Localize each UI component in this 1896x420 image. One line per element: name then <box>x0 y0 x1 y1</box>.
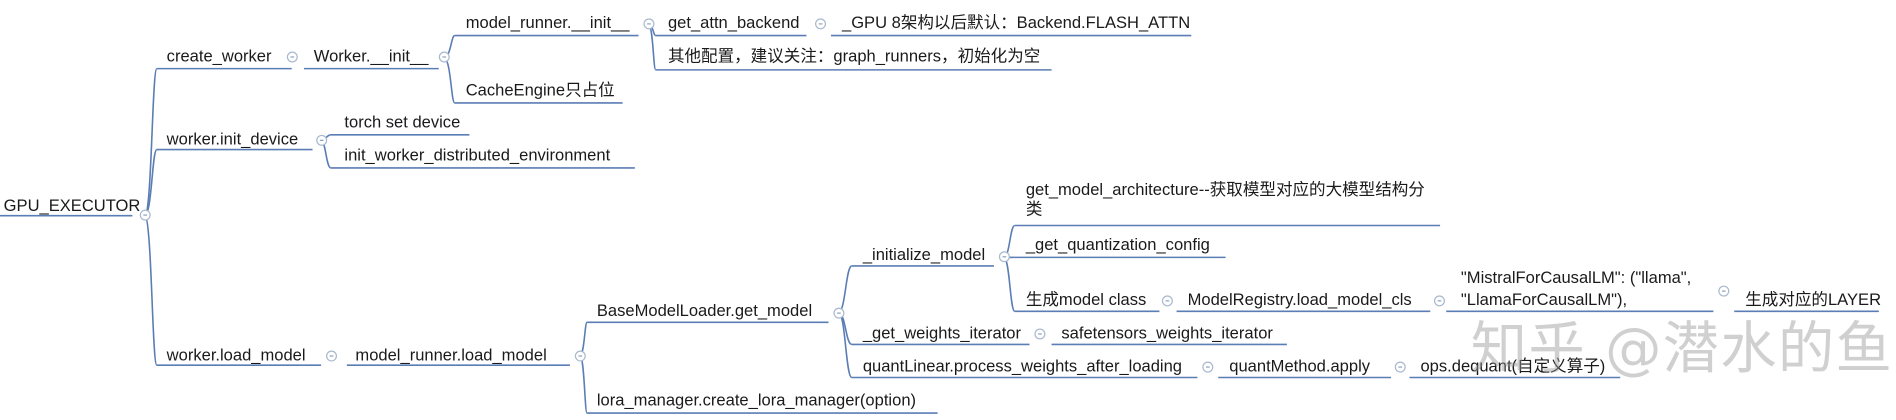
get-model-arch-node[interactable]: get_model_architecture--获取模型对应的大模型结构分类 <box>1025 180 1425 219</box>
base-loader-node[interactable]: BaseModelLoader.get_model <box>596 301 813 320</box>
get-attn-backend-node[interactable]: get_attn_backend <box>667 13 800 32</box>
init-dist-env-node[interactable]: init_worker_distributed_environment <box>344 145 611 165</box>
collapse-toggle-registry-load[interactable] <box>1433 295 1445 307</box>
collapse-toggle-quant-method[interactable] <box>1394 361 1406 373</box>
collapse-toggle-base-loader[interactable] <box>833 307 845 319</box>
initialize-model-node[interactable]: _initialize_model <box>862 245 986 264</box>
collapse-toggle-initialize-model[interactable] <box>998 251 1010 263</box>
collapse-toggle-get-attn-backend[interactable] <box>815 18 827 30</box>
mapping-line2[interactable]: "LlamaForCausalLM"), <box>1460 290 1628 309</box>
gpu8-default-node[interactable]: _GPU 8架构以后默认：Backend.FLASH_ATTN <box>841 13 1191 32</box>
collapse-toggle-create-worker[interactable] <box>286 51 298 63</box>
init-device-node[interactable]: worker.init_device <box>166 129 299 149</box>
other-config-node[interactable]: 其他配置，建议关注：graph_runners，初始化为空 <box>667 46 1041 65</box>
collapse-toggle-load-model[interactable] <box>326 350 338 362</box>
worker-init-node[interactable]: Worker.__init__ <box>313 46 429 65</box>
collapse-toggle-get-weights-iter[interactable] <box>1034 328 1046 340</box>
mapping-line1[interactable]: "MistralForCausalLM": ("llama", <box>1460 268 1692 287</box>
collapse-toggle-quant-linear[interactable] <box>1202 361 1214 373</box>
get-quant-config-node[interactable]: _get_quantization_config <box>1025 235 1210 254</box>
ops-dequant-node[interactable]: ops.dequant(自定义算子) <box>1420 356 1606 376</box>
torch-set-device-node[interactable]: torch set device <box>344 112 461 132</box>
collapse-toggle-model-runner-init[interactable] <box>643 18 655 30</box>
cache-engine-node[interactable]: CacheEngine只占位 <box>465 80 615 100</box>
quant-method-apply-node[interactable]: quantMethod.apply <box>1229 356 1371 376</box>
gen-layer-node[interactable]: 生成对应的LAYER <box>1745 290 1882 309</box>
safetensors-iter-node[interactable]: safetensors_weights_iterator <box>1061 323 1273 342</box>
quant-linear-node[interactable]: quantLinear.process_weights_after_loadin… <box>862 356 1183 376</box>
collapse-toggle-mapping[interactable] <box>1718 285 1730 297</box>
load-model-node[interactable]: worker.load_model <box>166 345 306 365</box>
model-runner-init-node[interactable]: model_runner.__init__ <box>465 13 630 32</box>
collapse-toggle-init-device[interactable] <box>316 134 328 146</box>
model-runner-load-node[interactable]: model_runner.load_model <box>355 345 547 365</box>
watermark: 知乎 @潜水的鱼 <box>1470 314 1894 382</box>
registry-load-node[interactable]: ModelRegistry.load_model_cls <box>1187 290 1412 309</box>
create-worker-node[interactable]: create_worker <box>166 46 272 65</box>
collapse-toggle-worker-init[interactable] <box>438 51 450 63</box>
collapse-toggle-gen-model-class[interactable] <box>1161 295 1173 307</box>
lora-manager-node[interactable]: lora_manager.create_lora_manager(option) <box>596 390 917 410</box>
root-node[interactable]: GPU_EXECUTOR <box>3 196 141 215</box>
gen-model-class-node[interactable]: 生成model class <box>1025 290 1147 309</box>
get-weights-iter-node[interactable]: _get_weights_iterator <box>862 323 1022 342</box>
collapse-toggle-root[interactable] <box>139 209 151 221</box>
collapse-toggle-model-runner-load[interactable] <box>574 350 586 362</box>
